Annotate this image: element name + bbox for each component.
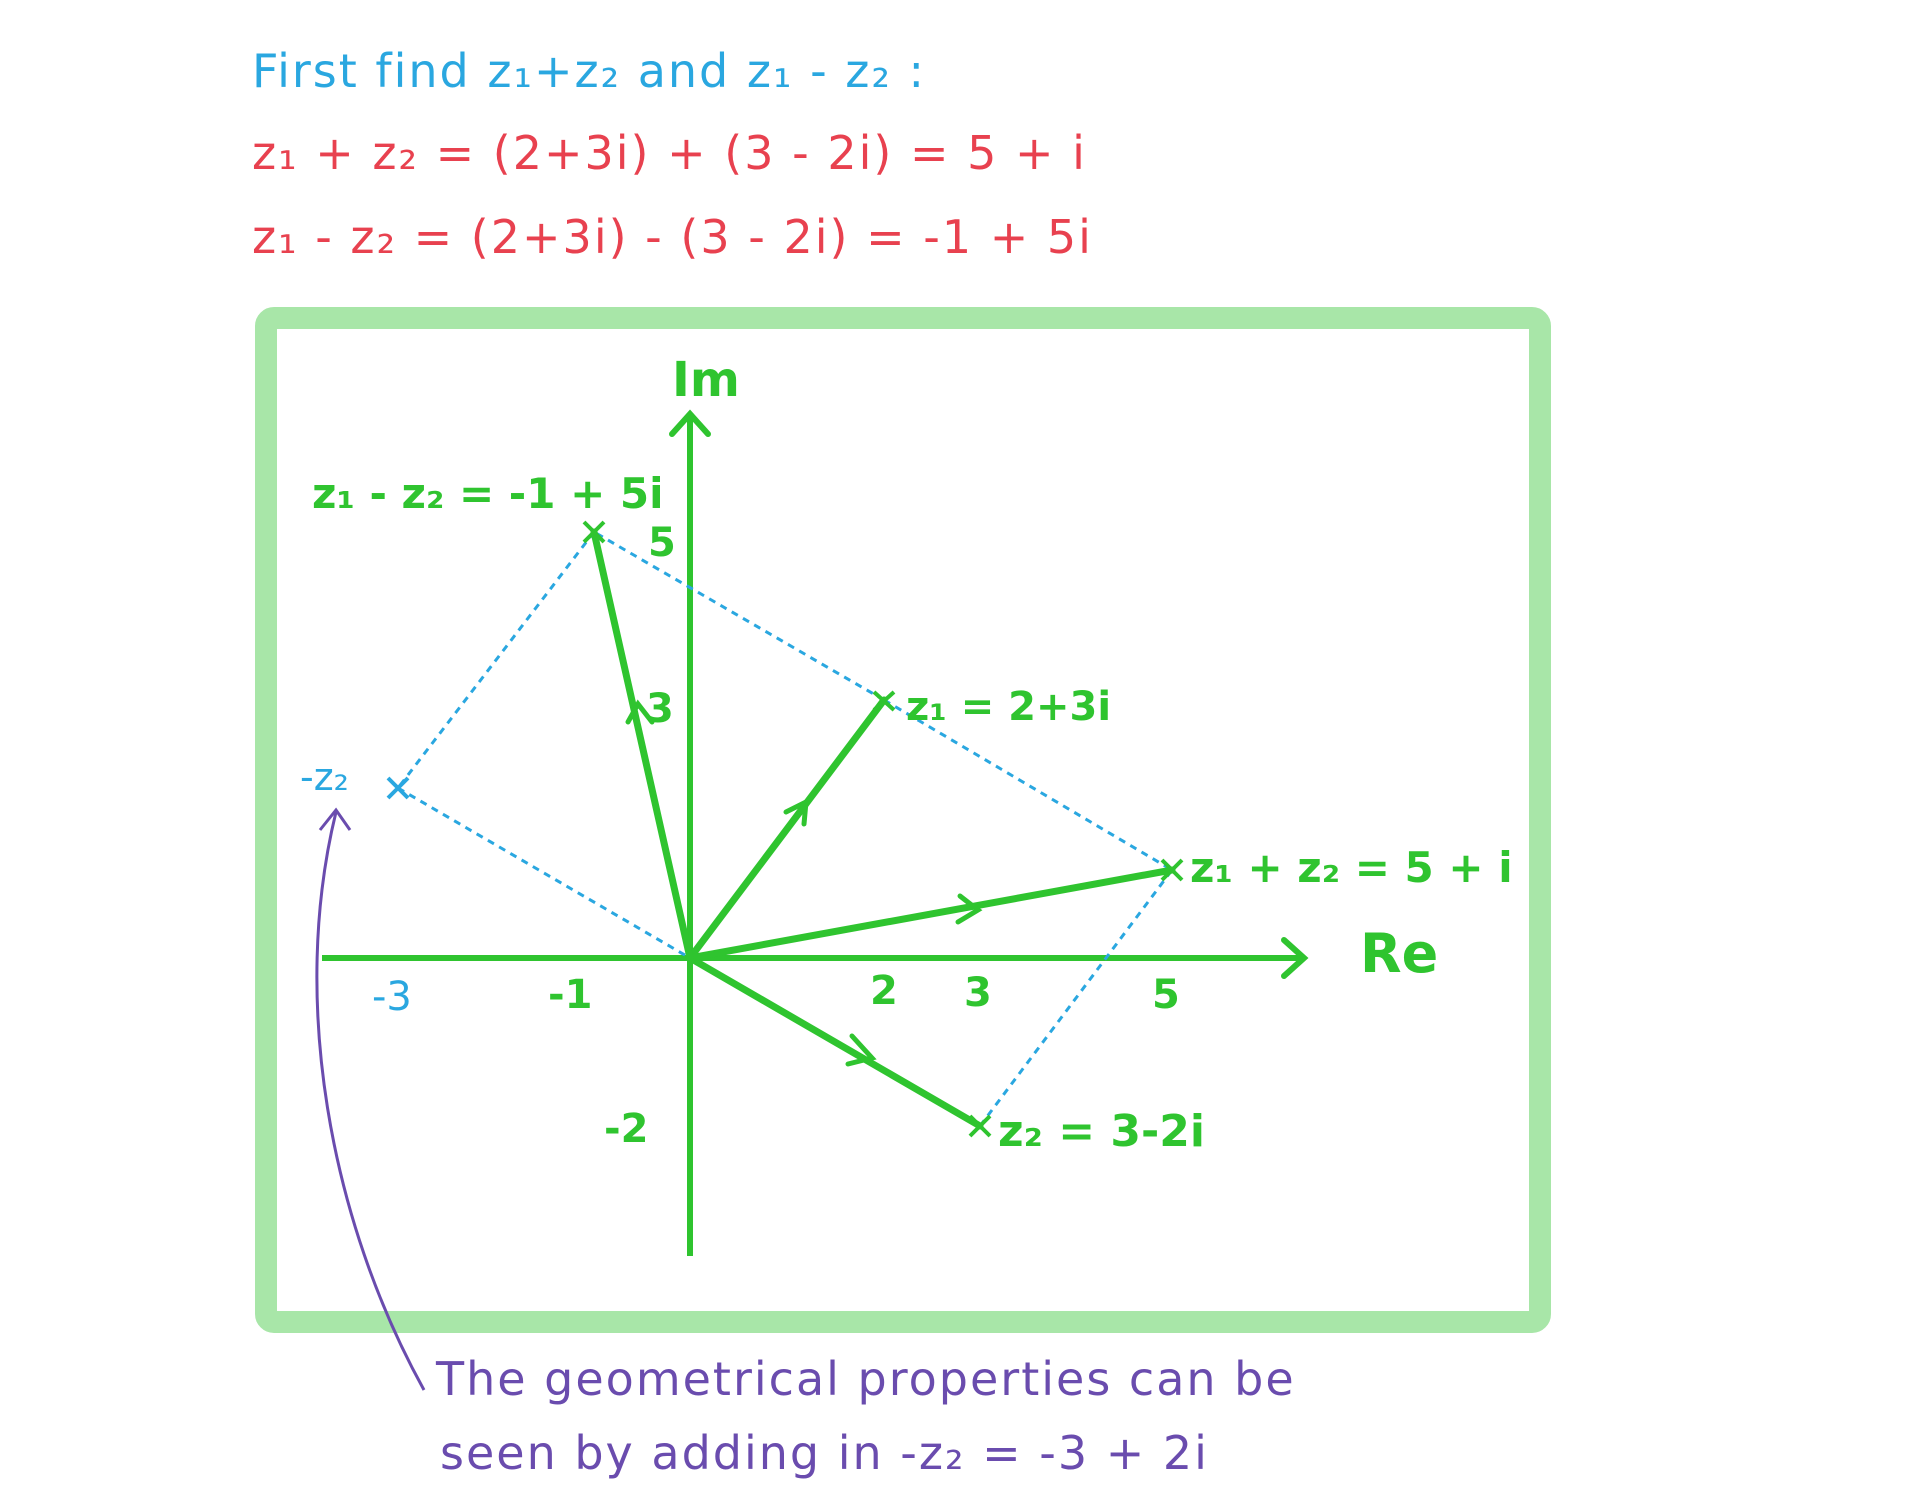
dashed-z1-to-diff — [593, 530, 885, 702]
negz2-label: -z₂ — [300, 755, 349, 799]
tick-re-neg3: -3 — [372, 974, 412, 1020]
real-axis-label: Re — [1360, 922, 1438, 985]
tick-im-5: 5 — [648, 520, 676, 566]
footnote-pointer-head — [318, 807, 352, 831]
z1-label: z₁ = 2+3i — [906, 684, 1111, 730]
tick-re-5: 5 — [1152, 972, 1180, 1018]
sum-label: z₁ + z₂ = 5 + i — [1190, 843, 1513, 892]
tick-im-neg2: -2 — [604, 1106, 648, 1152]
intro-text: First find z₁+z₂ and z₁ - z₂ : — [252, 44, 927, 98]
dashed-negz2-to-origin — [397, 786, 691, 960]
negz2-marker — [386, 776, 410, 800]
vector-sum-arrow — [955, 893, 983, 925]
dashed-z2-to-sum — [978, 869, 1174, 1127]
vector-sum — [686, 866, 1176, 962]
diff-marker — [582, 520, 606, 544]
dashed-diff-to-negz2 — [396, 531, 596, 789]
difference-equation: z₁ - z₂ = (2+3i) - (3 - 2i) = -1 + 5i — [252, 210, 1093, 264]
diff-label: z₁ - z₂ = -1 + 5i — [312, 469, 664, 518]
vector-z1 — [686, 696, 888, 962]
footnote-line-1: The geometrical properties can be — [436, 1352, 1296, 1406]
vector-z1-arrow — [783, 797, 809, 827]
vector-z2-arrow — [845, 1033, 877, 1067]
real-axis-arrowhead — [1281, 937, 1309, 979]
dashed-z1-to-sum — [883, 698, 1173, 872]
vector-z2 — [686, 954, 984, 1130]
diagram-frame — [255, 307, 1551, 1333]
sum-marker — [1160, 858, 1184, 882]
z1-marker — [872, 690, 896, 712]
tick-re-neg1: -1 — [548, 972, 592, 1018]
imag-axis-label: Im — [672, 352, 740, 408]
footnote-pointer — [315, 811, 426, 1391]
z2-marker — [968, 1114, 992, 1138]
tick-im-3: 3 — [646, 686, 674, 732]
footnote-line-2: seen by adding in -z₂ = -3 + 2i — [440, 1426, 1209, 1480]
vector-diff-arrow — [625, 699, 655, 725]
imag-axis-arrowhead — [669, 409, 711, 437]
vector-diff — [590, 528, 694, 962]
tick-re-3: 3 — [964, 970, 992, 1016]
sum-equation: z₁ + z₂ = (2+3i) + (3 - 2i) = 5 + i — [252, 126, 1087, 180]
tick-re-2: 2 — [870, 968, 898, 1014]
z2-label: z₂ = 3-2i — [998, 1106, 1205, 1157]
